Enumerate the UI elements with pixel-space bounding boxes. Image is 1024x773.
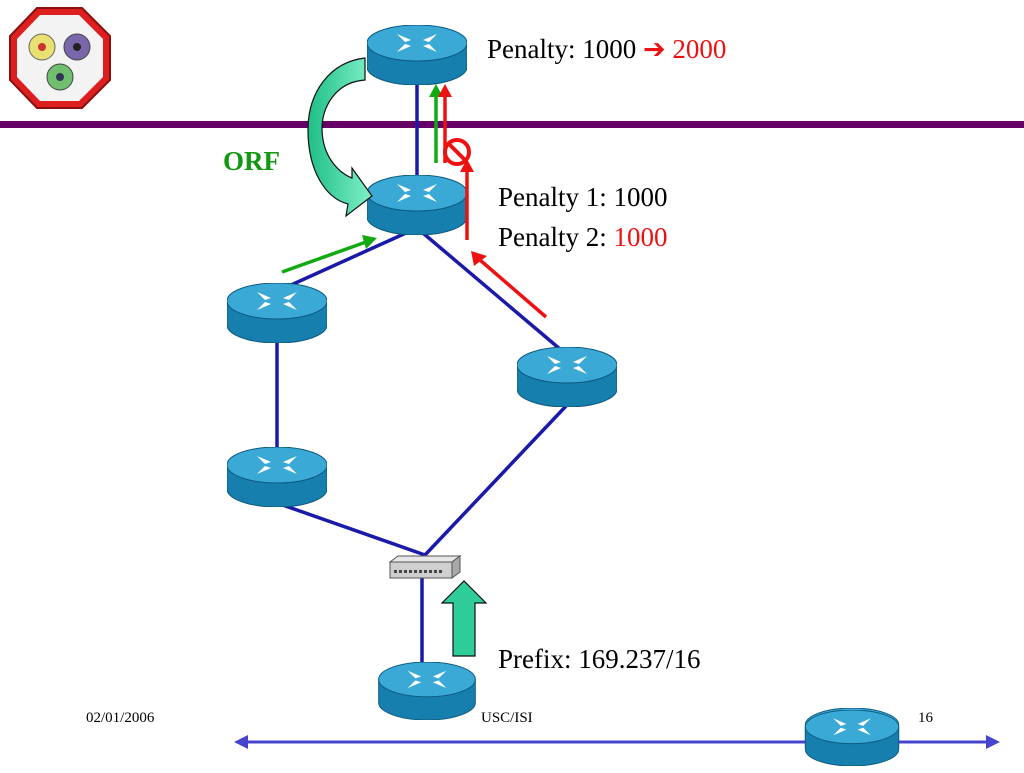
prefix-up-arrow bbox=[440, 580, 488, 657]
penalty-2-annotation: Penalty 2: 1000 bbox=[498, 222, 668, 253]
link-right-switch bbox=[423, 403, 569, 557]
flower-icon bbox=[28, 33, 91, 91]
router-footer-front bbox=[804, 710, 900, 766]
footer-date: 02/01/2006 bbox=[86, 710, 155, 726]
top-penalty-label: Penalty: 1000 bbox=[487, 34, 637, 64]
router-left-upper bbox=[227, 283, 327, 343]
router-bottom bbox=[378, 662, 476, 720]
switch-icon bbox=[388, 555, 462, 579]
router-left-lower bbox=[227, 447, 327, 507]
penalty-1-label: Penalty 1: 1000 bbox=[498, 182, 668, 212]
arrow-right-icon: ➔ bbox=[643, 34, 666, 64]
slide-divider bbox=[0, 121, 1024, 128]
link-mid-right bbox=[415, 226, 569, 357]
penalty-2-label: Penalty 2: bbox=[498, 222, 607, 252]
penalty-1-annotation: Penalty 1: 1000 bbox=[498, 182, 668, 213]
top-penalty-value: 2000 bbox=[672, 34, 727, 64]
advertisement-arrows bbox=[429, 84, 471, 166]
router-mid bbox=[367, 175, 467, 235]
link-mid-left bbox=[279, 226, 418, 292]
green-diagonal-arrow bbox=[281, 240, 367, 274]
top-penalty-annotation: Penalty: 1000 ➔ 2000 bbox=[487, 34, 726, 65]
network-links bbox=[275, 80, 569, 670]
prefix-label: Prefix: 169.237/16 bbox=[498, 644, 701, 674]
stop-sign-logo bbox=[9, 7, 111, 109]
link-left-switch bbox=[276, 501, 426, 557]
prohibited-icon bbox=[443, 138, 471, 166]
red-diagonal-arrow bbox=[478, 258, 548, 319]
penalty-2-value: 1000 bbox=[613, 222, 668, 252]
footer-org: USC/ISI bbox=[481, 710, 533, 726]
footer-page-number: 16 bbox=[918, 710, 933, 726]
router-right bbox=[517, 347, 617, 407]
router-top bbox=[367, 25, 467, 85]
orf-label: ORF bbox=[223, 146, 280, 176]
orf-curved-arrow bbox=[307, 57, 373, 218]
